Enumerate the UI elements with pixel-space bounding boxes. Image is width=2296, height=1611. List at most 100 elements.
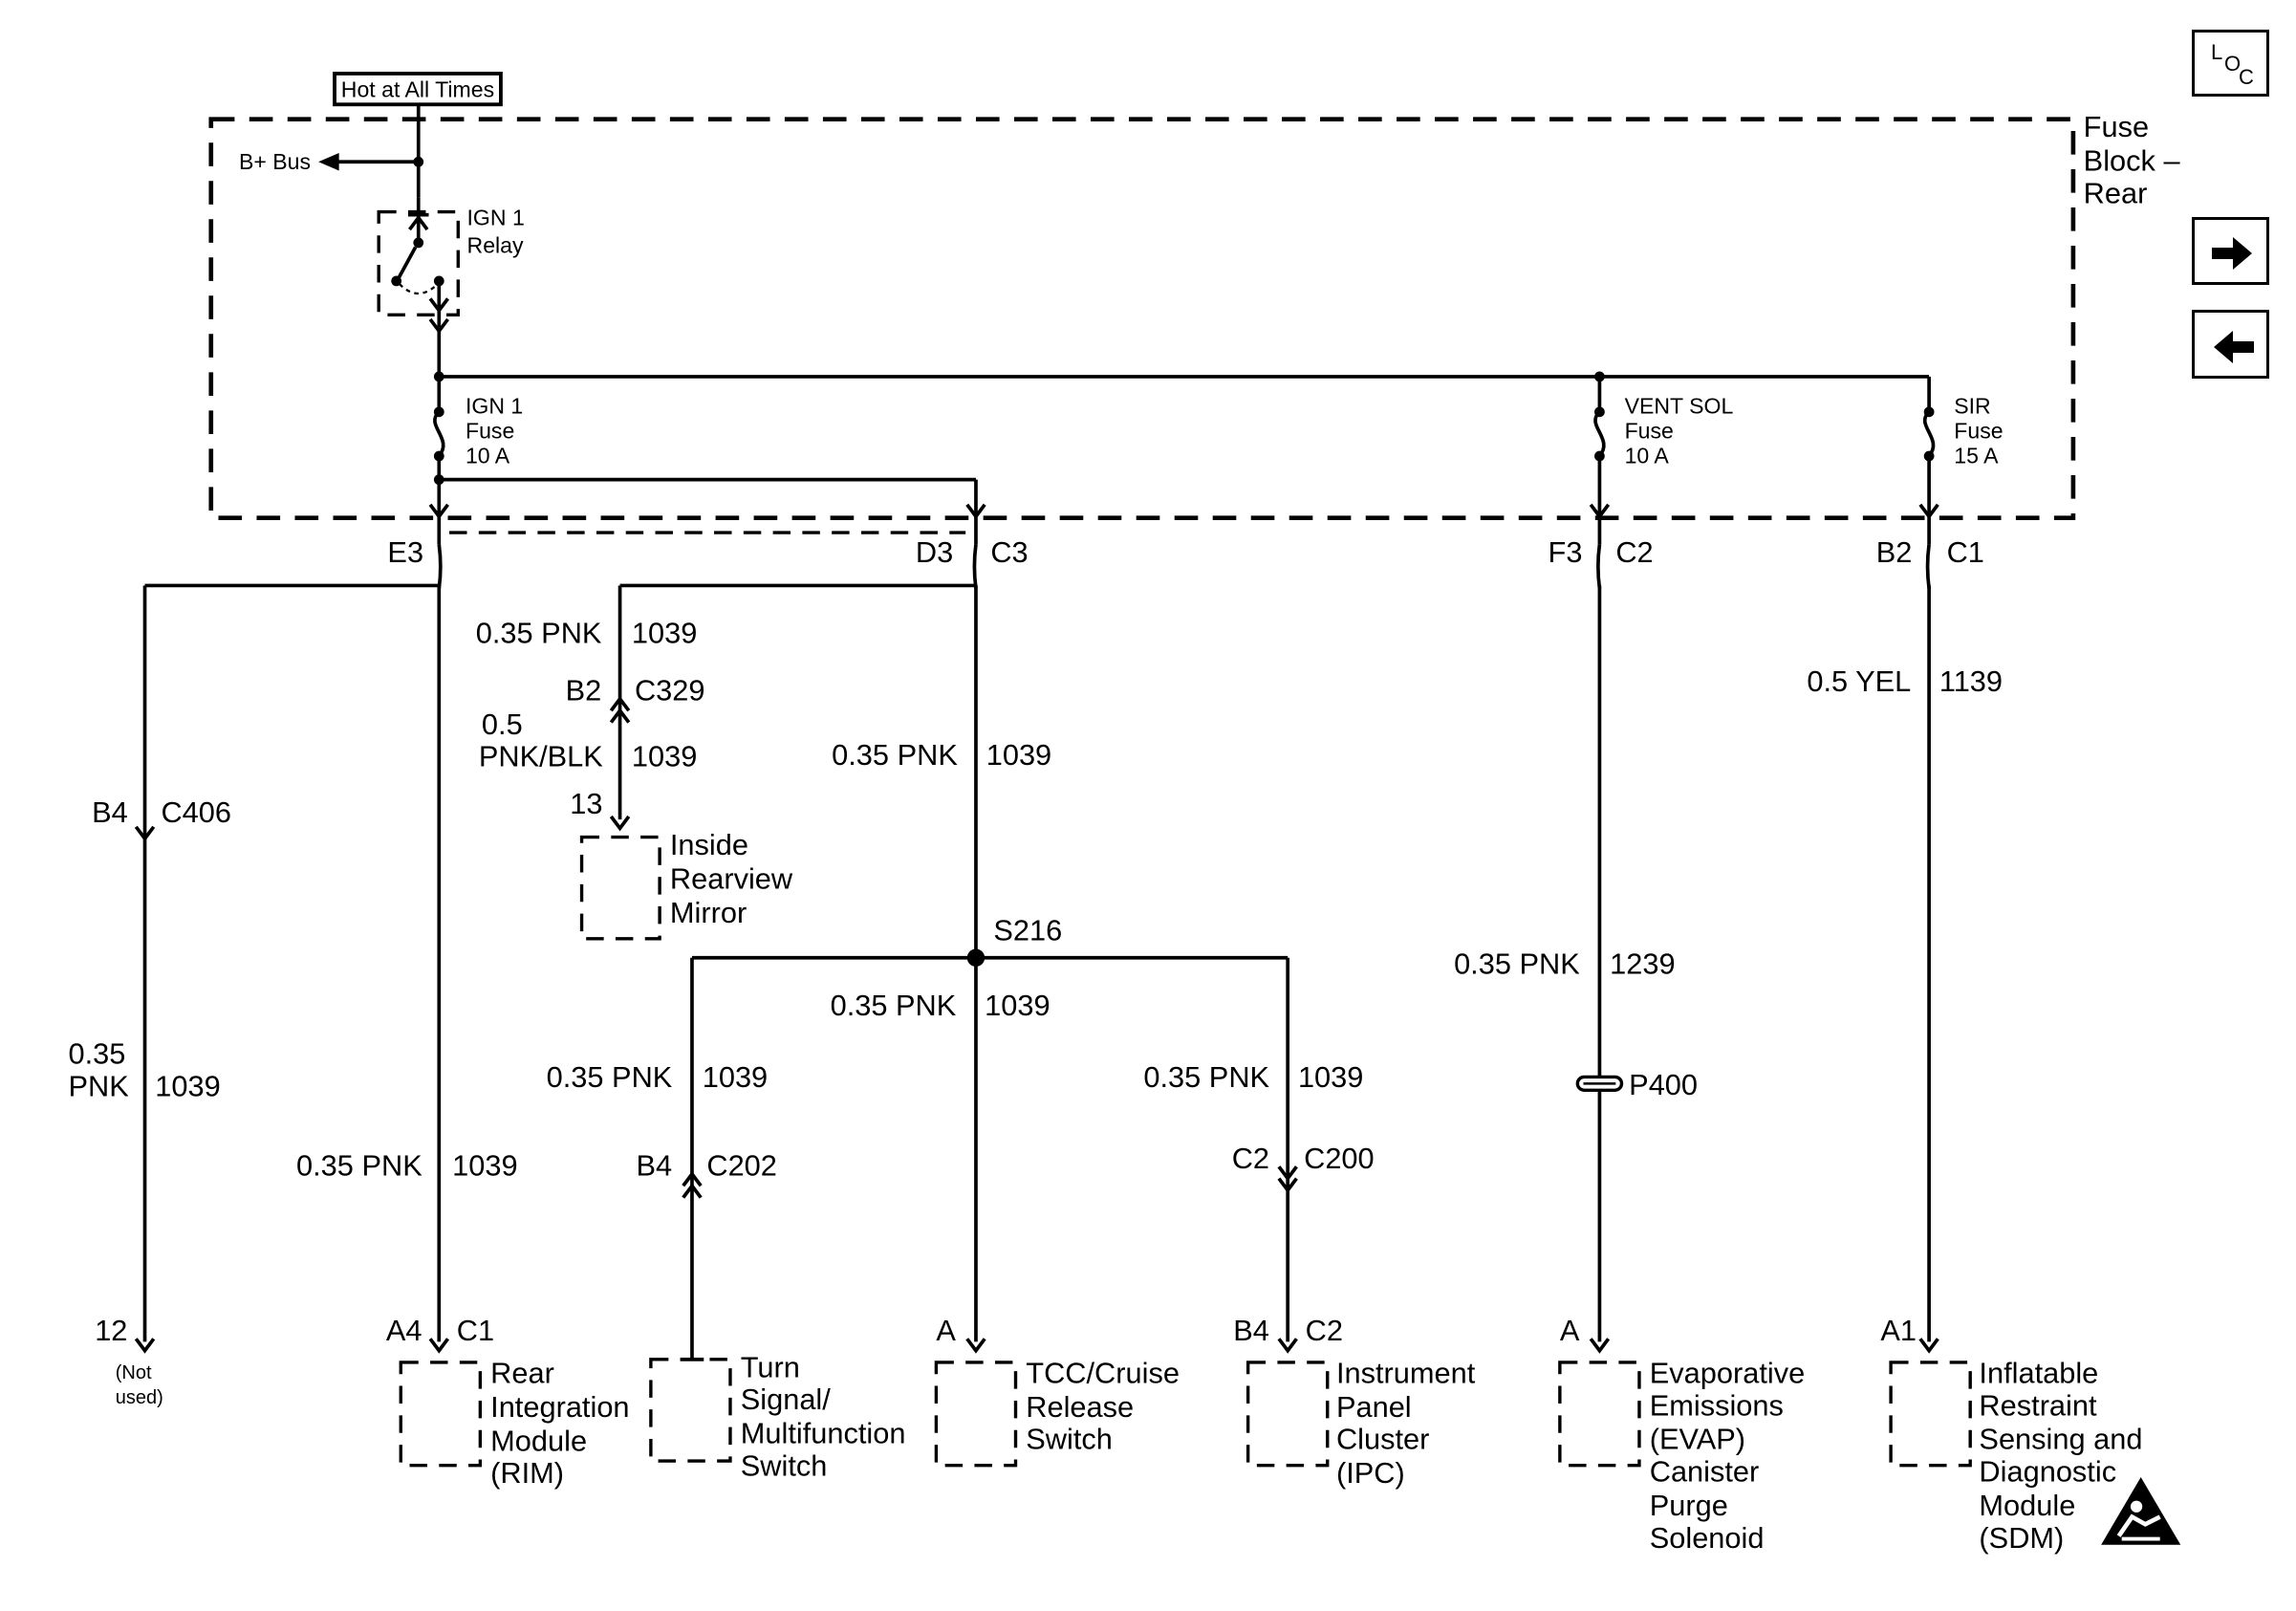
turn-signal-label: Multifunction bbox=[741, 1417, 906, 1450]
connector-d3: D3 bbox=[916, 535, 953, 569]
connector-e3: E3 bbox=[387, 535, 423, 569]
rim-label: Module bbox=[490, 1424, 587, 1457]
p400-label: P400 bbox=[1629, 1068, 1698, 1101]
connector-c2: C2 bbox=[1615, 535, 1653, 569]
ipc-label: (IPC) bbox=[1336, 1456, 1405, 1490]
arrow-left-icon bbox=[2214, 331, 2254, 363]
fuse-ventsol-label: Fuse bbox=[1625, 419, 1674, 444]
tcc-label: Switch bbox=[1026, 1423, 1113, 1456]
evap-label: Canister bbox=[1650, 1455, 1760, 1489]
fuse-ventsol-label: 10 A bbox=[1625, 444, 1670, 468]
turn-signal-label: Switch bbox=[741, 1448, 828, 1482]
svg-text:L: L bbox=[2211, 40, 2222, 64]
mirror-label: Inside bbox=[670, 828, 748, 861]
wire-size: 0.35 PNK bbox=[476, 616, 602, 649]
tcc-label: Release bbox=[1026, 1390, 1134, 1424]
bplus-arrow bbox=[318, 153, 339, 171]
wire-circuit: 1039 bbox=[632, 616, 697, 649]
fuse-sir-label: 15 A bbox=[1954, 444, 1999, 468]
wire-size: 0.5 YEL bbox=[1807, 664, 1911, 698]
rim-connector: C1 bbox=[457, 1314, 494, 1347]
rim-label: Integration bbox=[490, 1390, 629, 1424]
c200-label: C200 bbox=[1304, 1142, 1375, 1175]
fuse-ign1-label: IGN 1 bbox=[466, 393, 523, 418]
ipc-pin: B4 bbox=[1233, 1314, 1269, 1347]
wire-size: PNK/BLK bbox=[479, 740, 603, 773]
rim-pin: A4 bbox=[386, 1314, 422, 1347]
fuse-block-label: Block – bbox=[2084, 144, 2181, 178]
sdm-label: Sensing and bbox=[1979, 1423, 2142, 1456]
location-icon: L O C bbox=[2211, 40, 2254, 89]
fuse-ventsol-label: VENT SOL bbox=[1625, 393, 1734, 418]
turn-signal-switch bbox=[649, 1358, 732, 1463]
fuse-sir-label: Fuse bbox=[1954, 419, 2003, 444]
arrow-right-icon bbox=[2212, 237, 2252, 270]
sdm-label: Module bbox=[1979, 1489, 2075, 1522]
evap-label: Evaporative bbox=[1650, 1356, 1805, 1389]
splice-s216 bbox=[966, 948, 986, 967]
wire-size: 0.35 PNK bbox=[1454, 947, 1580, 981]
ipc-connector: C2 bbox=[1306, 1314, 1343, 1347]
wire-circuit: 1239 bbox=[1610, 947, 1675, 981]
wire-circuit: 1039 bbox=[632, 740, 697, 773]
fuse-ign1-label: Fuse bbox=[466, 419, 514, 444]
evap-label: Purge bbox=[1650, 1489, 1728, 1522]
wire-size: 0.35 PNK bbox=[1143, 1060, 1269, 1094]
wire-circuit: 1039 bbox=[1298, 1060, 1363, 1094]
location-button[interactable]: L O C bbox=[2192, 30, 2269, 97]
mirror-component bbox=[579, 835, 661, 941]
c202-label: C202 bbox=[706, 1149, 777, 1183]
ipc-label: Cluster bbox=[1336, 1423, 1429, 1456]
power-label: Hot at All Times bbox=[341, 77, 494, 102]
wire-circuit: 1039 bbox=[155, 1069, 220, 1102]
tcc-label: TCC/Cruise bbox=[1026, 1356, 1180, 1389]
tcc-switch bbox=[934, 1361, 1018, 1468]
connector-b2: B2 bbox=[1876, 535, 1913, 569]
svg-text:C: C bbox=[2239, 65, 2254, 89]
sdm-label: Inflatable bbox=[1979, 1356, 2098, 1389]
wire-size: 0.35 PNK bbox=[832, 738, 958, 772]
svg-text:O: O bbox=[2224, 52, 2241, 76]
mirror-label: Mirror bbox=[670, 896, 747, 929]
evap-label: Solenoid bbox=[1650, 1521, 1765, 1555]
connector-c3: C3 bbox=[990, 535, 1028, 569]
turn-signal-label: Signal/ bbox=[741, 1382, 832, 1416]
tcc-pin: A bbox=[936, 1314, 956, 1347]
wire-size: PNK bbox=[69, 1069, 130, 1102]
ipc-label: Instrument bbox=[1336, 1356, 1476, 1389]
fuse-sir-label: SIR bbox=[1954, 393, 1990, 418]
ipc-module bbox=[1245, 1361, 1330, 1468]
relay-outline bbox=[377, 209, 460, 316]
mirror-pin: 13 bbox=[570, 787, 602, 820]
wire-circuit: 1139 bbox=[1939, 664, 2003, 698]
back-button[interactable] bbox=[2192, 310, 2269, 379]
wire-size: 0.5 bbox=[482, 708, 523, 741]
rim-module bbox=[399, 1361, 483, 1468]
fuse-block-label: Fuse bbox=[2084, 110, 2149, 143]
connector-f3: F3 bbox=[1549, 535, 1583, 569]
rim-label: (RIM) bbox=[490, 1456, 564, 1490]
sdm-pin: A1 bbox=[1880, 1314, 1917, 1347]
fuse-block-outline bbox=[208, 117, 2076, 520]
sdm-label: Restraint bbox=[1979, 1388, 2097, 1422]
sdm-module bbox=[1889, 1361, 1972, 1468]
wire-circuit: 1039 bbox=[703, 1060, 768, 1094]
airbag-warning-icon bbox=[2101, 1476, 2181, 1545]
rim-label: Rear bbox=[490, 1356, 554, 1389]
wire-size: 0.35 bbox=[69, 1037, 126, 1071]
c200-pin: C2 bbox=[1232, 1142, 1269, 1175]
ipc-label: Panel bbox=[1336, 1390, 1412, 1424]
fuse-ign1-label: 10 A bbox=[466, 444, 510, 468]
connector-c1: C1 bbox=[1947, 535, 1984, 569]
mirror-label: Rearview bbox=[670, 861, 793, 895]
wire-size: 0.35 PNK bbox=[831, 989, 957, 1022]
forward-button[interactable] bbox=[2192, 217, 2269, 285]
c202-pin: B4 bbox=[636, 1149, 672, 1183]
evap-solenoid bbox=[1558, 1361, 1641, 1468]
evap-pin: A bbox=[1560, 1314, 1580, 1347]
not-used-label: (Not bbox=[116, 1362, 152, 1383]
c329-pin: B2 bbox=[566, 673, 602, 707]
wire-circuit: 1039 bbox=[986, 738, 1051, 772]
relay-label: IGN 1 bbox=[467, 205, 525, 229]
